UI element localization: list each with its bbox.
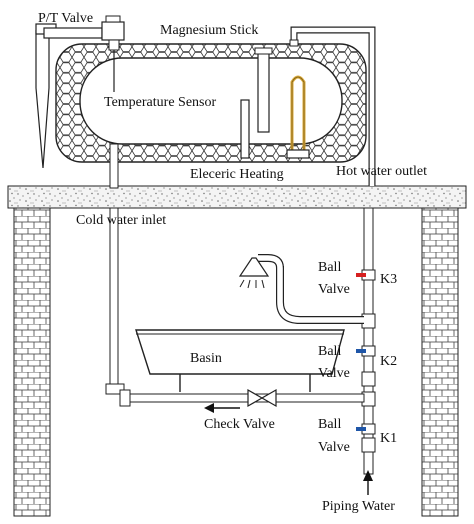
label-k2-valve: Valve <box>318 366 350 381</box>
arrow-icon <box>363 470 373 481</box>
label-basin: Basin <box>190 351 222 366</box>
label-cold-water-inlet: Cold water inlet <box>76 213 166 228</box>
label-k3-ball: Ball <box>318 260 341 275</box>
label-k1: K1 <box>380 431 397 446</box>
label-hot-water-outlet: Hot water outlet <box>336 164 427 179</box>
floor-slab <box>7 185 467 209</box>
label-temperature-sensor: Temperature Sensor <box>104 95 216 110</box>
magnesium-stick <box>257 49 270 133</box>
right-brick-wall <box>421 207 459 517</box>
label-k3-valve: Valve <box>318 282 350 297</box>
label-k1-valve: Valve <box>318 440 350 455</box>
label-pt-valve: P/T Valve <box>38 11 93 26</box>
hot-water-pipe <box>289 26 376 186</box>
floor-structure <box>7 185 467 517</box>
label-check-valve: Check Valve <box>204 417 275 432</box>
label-electric-heating: Eleceric Heating <box>190 167 284 182</box>
label-k2: K2 <box>380 354 397 369</box>
pt-valve <box>35 15 125 169</box>
basin <box>135 329 345 392</box>
tank-inner <box>79 57 343 145</box>
label-k3: K3 <box>380 272 397 287</box>
label-piping-water: Piping Water <box>322 499 395 514</box>
shower-branch <box>238 254 364 324</box>
k3-valve-marker <box>356 273 366 277</box>
cold-water-pipe <box>109 143 119 391</box>
k1-valve-marker <box>356 427 366 431</box>
lower-pipe <box>105 383 365 413</box>
check-valve-symbol <box>247 388 277 408</box>
left-brick-wall <box>13 207 51 517</box>
water-heater-tank <box>55 43 367 163</box>
k2-valve-marker <box>356 349 366 353</box>
label-magnesium-stick: Magnesium Stick <box>160 23 258 38</box>
arrow-icon <box>204 403 214 413</box>
label-k2-ball: Ball <box>318 344 341 359</box>
showerhead-icon <box>238 257 270 289</box>
main-supply-pipe <box>361 207 376 495</box>
temperature-sensor <box>240 99 250 159</box>
label-k1-ball: Ball <box>318 417 341 432</box>
ball-valves <box>356 273 366 431</box>
